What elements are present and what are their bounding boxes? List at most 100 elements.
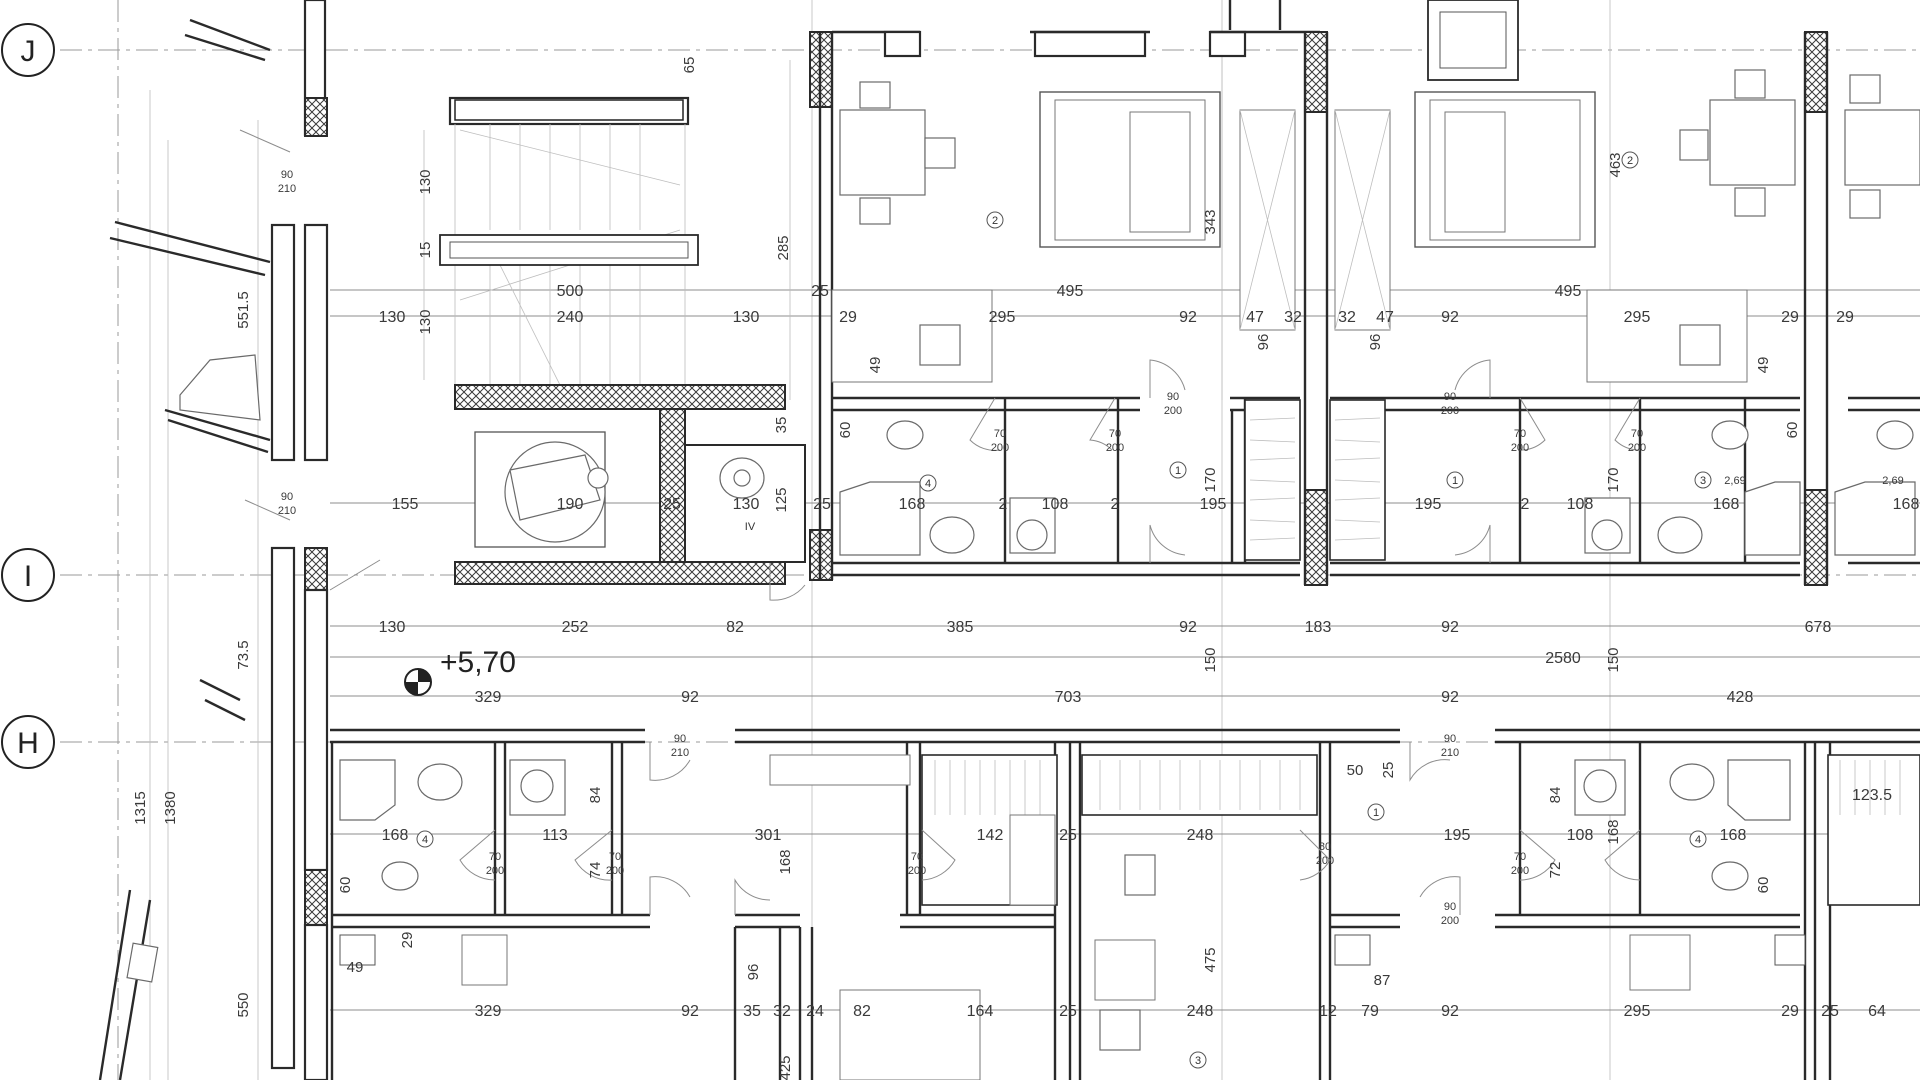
dim-label: 168 xyxy=(899,496,926,513)
dim-label: 92 xyxy=(1441,619,1459,636)
dim-label: 25 xyxy=(1380,762,1397,779)
door-tag: 70 xyxy=(609,851,621,863)
dim-label: 92 xyxy=(681,1003,699,1020)
dim-label: 29 xyxy=(1781,1003,1799,1020)
dim-label: 703 xyxy=(1055,689,1082,706)
dim-label: 25 xyxy=(811,283,829,300)
dim-label: 92 xyxy=(681,689,699,706)
lower-units xyxy=(330,728,1920,1080)
room-area: 2,69 xyxy=(1724,475,1745,487)
door-tag: 200 xyxy=(1441,405,1459,417)
dim-label: 108 xyxy=(1567,827,1594,844)
dim-label: 195 xyxy=(1444,827,1471,844)
dim-label: 125 xyxy=(773,487,790,512)
door-tag: 200 xyxy=(991,442,1009,454)
dim-label: 96 xyxy=(1367,334,1384,351)
dim-label: 84 xyxy=(1547,787,1564,804)
dim-label: 108 xyxy=(1042,496,1069,513)
axis-bubble-h: H xyxy=(1,715,55,769)
dim-label: 25 xyxy=(1059,1003,1077,1020)
room-tags: 1 1 1 2 2 3 3 4 4 4 2,69 2,69 IV xyxy=(416,151,1904,1069)
dim-label: 428 xyxy=(1727,689,1754,706)
dim-label: 25 xyxy=(1059,827,1077,844)
dim-label: 60 xyxy=(1784,422,1801,439)
dim-label: 25 xyxy=(813,496,831,513)
dim-label: 164 xyxy=(967,1003,994,1020)
dim-label: 463 xyxy=(1607,152,1624,177)
dim-label: 92 xyxy=(1441,309,1459,326)
axis-label-j: J xyxy=(21,35,36,68)
door-tag: 210 xyxy=(278,505,296,517)
dim-label: 92 xyxy=(1179,619,1197,636)
door-tag: 70 xyxy=(489,851,501,863)
door-tag: 70 xyxy=(1514,428,1526,440)
level-label: +5,70 xyxy=(440,646,516,679)
dim-label: 2 xyxy=(999,496,1008,513)
door-tag: 90 xyxy=(1444,733,1456,745)
axis-bubble-j: J xyxy=(1,23,55,77)
dim-label: 130 xyxy=(379,619,406,636)
dim-label: 183 xyxy=(1305,619,1332,636)
dim-label: 60 xyxy=(837,422,854,439)
dim-label: 195 xyxy=(1200,496,1227,513)
dim-label: 49 xyxy=(1755,357,1772,374)
dim-label: 495 xyxy=(1555,283,1582,300)
dim-label: 74 xyxy=(587,862,604,879)
room-number: 1 xyxy=(1175,465,1181,477)
dim-label: 82 xyxy=(853,1003,871,1020)
dim-label: 155 xyxy=(392,496,419,513)
dim-label: 150 xyxy=(1605,647,1622,672)
dim-label: 495 xyxy=(1057,283,1084,300)
dim-label: 35 xyxy=(773,417,790,434)
dim-label: 500 xyxy=(557,283,584,300)
door-tag: 200 xyxy=(1316,855,1334,867)
dim-label: 29 xyxy=(839,309,857,326)
dim-label: 96 xyxy=(1255,334,1272,351)
door-tag: 90 xyxy=(1444,901,1456,913)
dim-label: 295 xyxy=(989,309,1016,326)
dim-label: 32 xyxy=(1338,309,1356,326)
dim-label: 92 xyxy=(1179,309,1197,326)
dim-label: 108 xyxy=(1567,496,1594,513)
dim-label: 96 xyxy=(745,964,762,981)
room-number: 4 xyxy=(422,834,428,846)
level-marker: +5,70 xyxy=(404,646,516,696)
vertical-dimension-labels: 130 15 130 285 65 343 463 96 96 49 49 60… xyxy=(132,57,1801,1080)
axis-label-i: I xyxy=(24,560,32,593)
dim-label: 168 xyxy=(777,849,794,874)
dim-label: 1380 xyxy=(162,791,179,824)
axis-bubble-i: I xyxy=(1,548,55,602)
dim-label: 2580 xyxy=(1545,650,1581,667)
room-number: IV xyxy=(745,521,756,533)
door-tag: 70 xyxy=(994,428,1006,440)
dim-label: 295 xyxy=(1624,309,1651,326)
door-tag: 210 xyxy=(278,183,296,195)
door-tag: 70 xyxy=(911,851,923,863)
dim-label: 2 xyxy=(1521,496,1530,513)
door-tag: 210 xyxy=(671,747,689,759)
door-tag: 80 xyxy=(1319,841,1331,853)
dim-label: 65 xyxy=(681,57,698,74)
dim-label: 32 xyxy=(1284,309,1302,326)
dim-label: 84 xyxy=(587,787,604,804)
door-tag: 90 xyxy=(281,169,293,181)
room-number: 1 xyxy=(1373,807,1379,819)
door-tag: 90 xyxy=(1167,391,1179,403)
dim-label: 113 xyxy=(542,827,568,844)
dim-label: 168 xyxy=(1713,496,1740,513)
dim-label: 168 xyxy=(1605,819,1622,844)
room-number: 3 xyxy=(1700,475,1706,487)
dim-label: 60 xyxy=(1755,877,1772,894)
dim-label: 168 xyxy=(1893,496,1920,513)
dim-label: 25 xyxy=(1821,1003,1839,1020)
dim-label: 130 xyxy=(733,309,760,326)
dim-label: 82 xyxy=(726,619,744,636)
dim-label: 130 xyxy=(417,309,434,334)
door-tag: 200 xyxy=(908,865,926,877)
dim-label: 72 xyxy=(1547,862,1564,879)
dim-label: 170 xyxy=(1605,467,1622,492)
door-tag: 200 xyxy=(1164,405,1182,417)
dim-label: 343 xyxy=(1202,209,1219,234)
dim-label: 329 xyxy=(475,689,502,706)
door-tag: 200 xyxy=(1511,865,1529,877)
